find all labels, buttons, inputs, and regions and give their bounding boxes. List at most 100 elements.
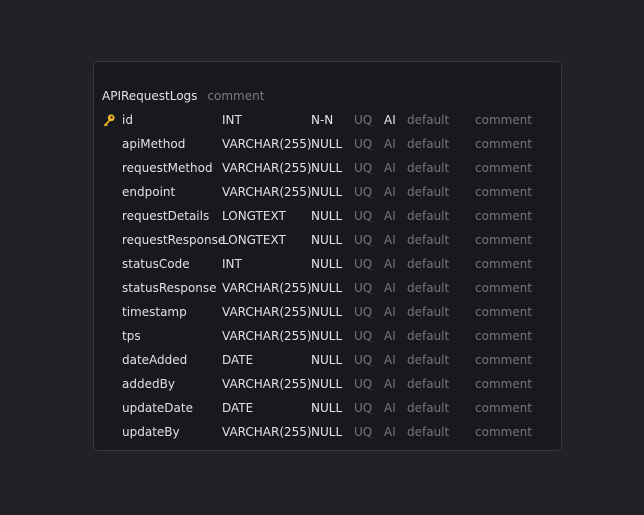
column-auto-increment-flag[interactable]: AI [384, 425, 396, 439]
column-name[interactable]: endpoint [122, 185, 176, 199]
column-auto-increment-flag[interactable]: AI [384, 113, 396, 127]
column-type[interactable]: DATE [222, 401, 254, 415]
column-unique-flag[interactable]: UQ [354, 353, 373, 367]
column-default[interactable]: default [407, 305, 450, 319]
table-name[interactable]: APIRequestLogs [102, 89, 198, 103]
column-comment[interactable]: comment [475, 305, 533, 319]
column-type[interactable]: INT [222, 257, 242, 271]
column-default[interactable]: default [407, 185, 450, 199]
column-default[interactable]: default [407, 233, 450, 247]
column-name[interactable]: statusResponse [122, 281, 217, 295]
column-nullability[interactable]: NULL [311, 305, 343, 319]
column-name[interactable]: updateDate [122, 401, 193, 415]
column-type[interactable]: LONGTEXT [222, 209, 286, 223]
column-default[interactable]: default [407, 353, 450, 367]
column-nullability[interactable]: NULL [311, 233, 343, 247]
column-type[interactable]: LONGTEXT [222, 233, 286, 247]
column-unique-flag[interactable]: UQ [354, 137, 373, 151]
column-row[interactable]: requestDetails LONGTEXT NULL UQ AI default com… [94, 204, 561, 228]
column-unique-flag[interactable]: UQ [354, 209, 373, 223]
column-row[interactable]: timestamp VARCHAR(255)NULL UQ AI default comm… [94, 300, 561, 324]
column-name[interactable]: requestResponse [122, 233, 226, 247]
column-name[interactable]: statusCode [122, 257, 190, 271]
column-default[interactable]: default [407, 377, 450, 391]
column-nullability[interactable]: NULL [311, 209, 343, 223]
column-default[interactable]: default [407, 209, 450, 223]
column-comment[interactable]: comment [475, 185, 533, 199]
column-unique-flag[interactable]: UQ [354, 113, 373, 127]
column-comment[interactable]: comment [475, 257, 533, 271]
column-name[interactable]: id [122, 113, 133, 127]
column-default[interactable]: default [407, 425, 450, 439]
column-nullability[interactable]: NULL [311, 377, 343, 391]
column-nullability[interactable]: NULL [311, 257, 343, 271]
column-name[interactable]: apiMethod [122, 137, 186, 151]
column-auto-increment-flag[interactable]: AI [384, 233, 396, 247]
column-row[interactable]: apiMethod VARCHAR(255)NULL UQ AI default comm… [94, 132, 561, 156]
column-unique-flag[interactable]: UQ [354, 161, 373, 175]
column-type[interactable]: VARCHAR(255) [222, 185, 312, 199]
table-comment[interactable]: comment [207, 89, 265, 103]
column-nullability[interactable]: NULL [311, 185, 343, 199]
column-auto-increment-flag[interactable]: AI [384, 377, 396, 391]
column-comment[interactable]: comment [475, 425, 533, 439]
column-auto-increment-flag[interactable]: AI [384, 161, 396, 175]
column-type[interactable]: VARCHAR(255) [222, 137, 312, 151]
column-unique-flag[interactable]: UQ [354, 305, 373, 319]
column-default[interactable]: default [407, 161, 450, 175]
column-type[interactable]: VARCHAR(255) [222, 281, 312, 295]
column-name[interactable]: requestDetails [122, 209, 210, 223]
column-type[interactable]: VARCHAR(255) [222, 425, 312, 439]
column-nullability[interactable]: NULL [311, 425, 343, 439]
column-default[interactable]: default [407, 329, 450, 343]
column-row[interactable]: statusResponse VARCHAR(255)NULL UQ AI defaul… [94, 276, 561, 300]
column-unique-flag[interactable]: UQ [354, 281, 373, 295]
column-auto-increment-flag[interactable]: AI [384, 185, 396, 199]
column-unique-flag[interactable]: UQ [354, 329, 373, 343]
column-default[interactable]: default [407, 257, 450, 271]
column-auto-increment-flag[interactable]: AI [384, 353, 396, 367]
column-name[interactable]: updateBy [122, 425, 180, 439]
column-type[interactable]: VARCHAR(255) [222, 377, 312, 391]
column-name[interactable]: addedBy [122, 377, 175, 391]
column-unique-flag[interactable]: UQ [354, 233, 373, 247]
column-nullability[interactable]: NULL [311, 137, 343, 151]
column-auto-increment-flag[interactable]: AI [384, 257, 396, 271]
column-type[interactable]: DATE [222, 353, 254, 367]
column-nullability[interactable]: NULL [311, 161, 343, 175]
column-comment[interactable]: comment [475, 329, 533, 343]
column-unique-flag[interactable]: UQ [354, 401, 373, 415]
column-nullability[interactable]: NULL [311, 353, 343, 367]
column-type[interactable]: VARCHAR(255) [222, 161, 312, 175]
column-comment[interactable]: comment [475, 161, 533, 175]
column-name[interactable]: timestamp [122, 305, 187, 319]
column-auto-increment-flag[interactable]: AI [384, 305, 396, 319]
column-type[interactable]: INT [222, 113, 242, 127]
column-auto-increment-flag[interactable]: AI [384, 209, 396, 223]
column-comment[interactable]: comment [475, 353, 533, 367]
column-comment[interactable]: comment [475, 113, 533, 127]
column-auto-increment-flag[interactable]: AI [384, 401, 396, 415]
column-type[interactable]: VARCHAR(255) [222, 329, 312, 343]
column-comment[interactable]: comment [475, 137, 533, 151]
column-comment[interactable]: comment [475, 377, 533, 391]
column-default[interactable]: default [407, 281, 450, 295]
column-name[interactable]: tps [122, 329, 141, 343]
column-auto-increment-flag[interactable]: AI [384, 281, 396, 295]
table-header[interactable]: APIRequestLogs comment [102, 88, 264, 104]
column-type[interactable]: VARCHAR(255) [222, 305, 312, 319]
column-comment[interactable]: comment [475, 233, 533, 247]
column-comment[interactable]: comment [475, 209, 533, 223]
column-nullability[interactable]: NULL [311, 281, 343, 295]
column-default[interactable]: default [407, 137, 450, 151]
column-auto-increment-flag[interactable]: AI [384, 137, 396, 151]
